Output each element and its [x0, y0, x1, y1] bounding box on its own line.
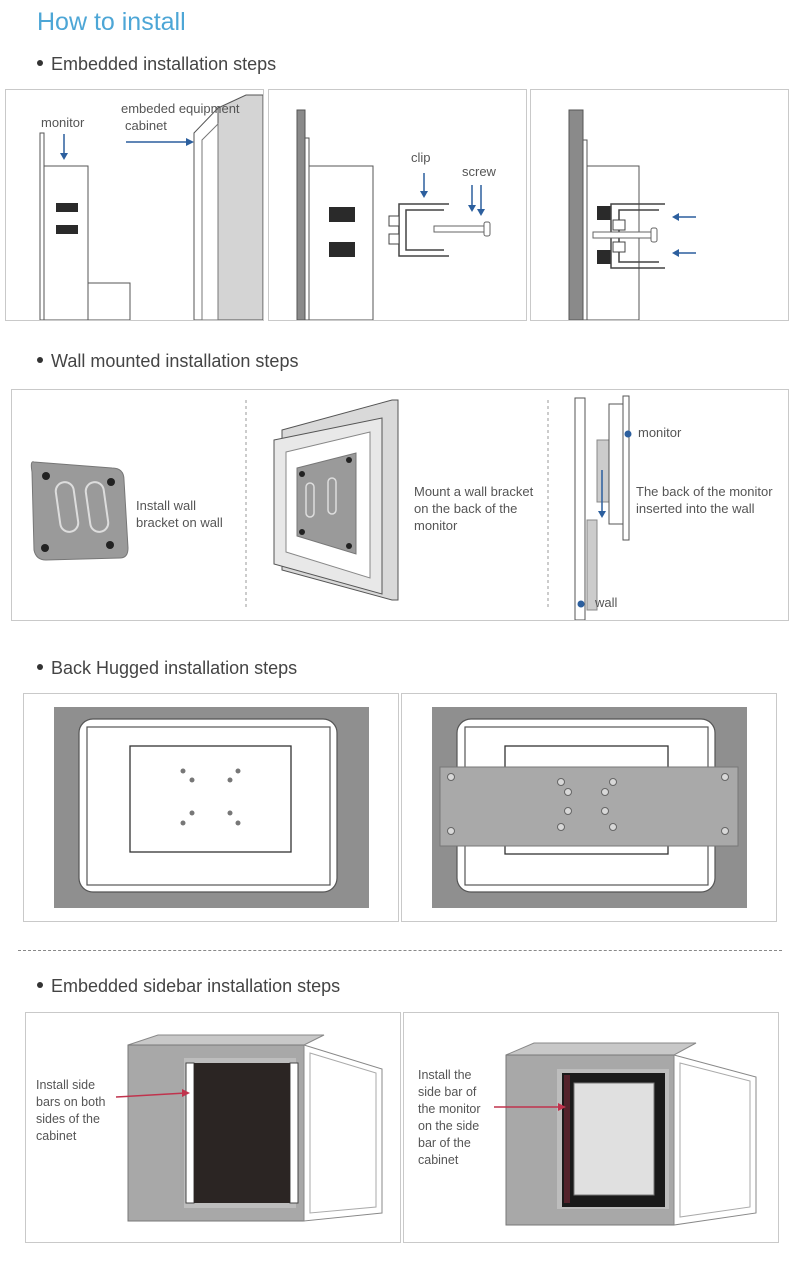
bullet-icon — [37, 982, 43, 989]
monitor-label: monitor — [41, 115, 85, 130]
sidebar-step2-label-4: on the side — [418, 1119, 480, 1133]
section-wall-label: Wall mounted installation steps — [51, 351, 299, 371]
wall-mount-panel: Install wall bracket on wall Mount a wal… — [11, 389, 789, 621]
arrow-right-icon — [115, 1092, 187, 1098]
cabinet-label-1: embeded equipment — [121, 101, 240, 116]
sidebar-step-2-diagram — [494, 1042, 757, 1226]
embedded-step-2-diagram — [296, 109, 491, 320]
wall-step2-label-3: monitor — [414, 518, 458, 533]
back-hugged-step-1-panel — [23, 693, 399, 922]
sidebar-step1-label-3: sides of the — [36, 1112, 100, 1126]
sidebar-step1-label-4: cabinet — [36, 1129, 77, 1143]
sidebar-step1-label-1: Install side — [36, 1078, 96, 1092]
sidebar-step-1-panel: Install side bars on both sides of the c… — [25, 1012, 401, 1243]
bullet-icon — [37, 664, 43, 671]
wall-mount-diagram — [30, 395, 632, 620]
section-sidebar-label: Embedded sidebar installation steps — [51, 976, 341, 996]
wall-step3-label-2: inserted into the wall — [636, 501, 755, 516]
wall-step1-label-2: bracket on wall — [136, 515, 223, 530]
back-hugged-step-2-diagram — [432, 707, 747, 908]
clip-label: clip — [411, 150, 431, 165]
sidebar-step2-label-2: side bar of — [418, 1085, 477, 1099]
sidebar-step2-label-1: Install the — [418, 1068, 472, 1082]
section-back-label: Back Hugged installation steps — [51, 658, 298, 678]
embedded-step-1-panel: monitor embeded equipment cabinet — [5, 89, 264, 321]
bullet-icon — [37, 60, 43, 67]
screw-label: screw — [462, 164, 496, 179]
bullet-icon — [37, 357, 43, 364]
sidebar-step2-label-6: cabinet — [418, 1153, 459, 1167]
section-back-heading: Back Hugged installation steps — [37, 658, 297, 679]
embedded-step-2-panel: clip screw — [268, 89, 527, 321]
embedded-step-3-panel — [530, 89, 789, 321]
sidebar-step2-label-3: the monitor — [418, 1102, 481, 1116]
section-divider — [18, 950, 782, 951]
sidebar-step-2-panel: Install the side bar of the monitor on t… — [403, 1012, 779, 1243]
wall-step3-label-1: The back of the monitor — [636, 484, 773, 499]
section-wall-heading: Wall mounted installation steps — [37, 351, 298, 372]
section-sidebar-heading: Embedded sidebar installation steps — [37, 976, 340, 997]
back-hugged-step-1-diagram — [54, 707, 369, 908]
sidebar-step1-label-2: bars on both — [36, 1095, 106, 1109]
embedded-step-1-diagram — [39, 94, 263, 320]
embedded-step-3-diagram — [568, 109, 696, 320]
wall-label: wall — [595, 595, 618, 610]
section-embedded-label: Embedded installation steps — [51, 54, 277, 74]
wall-monitor-label: monitor — [638, 425, 682, 440]
wall-step2-label-1: Mount a wall bracket — [414, 484, 534, 499]
sidebar-step-1-diagram — [115, 1034, 383, 1222]
wall-step2-label-2: on the back of the — [414, 501, 518, 516]
page-title: How to install — [37, 8, 186, 36]
section-embedded-heading: Embedded installation steps — [37, 54, 276, 75]
sidebar-step2-label-5: bar of the — [418, 1136, 471, 1150]
back-hugged-step-2-panel — [401, 693, 777, 922]
cabinet-label-2: cabinet — [125, 118, 167, 133]
wall-step1-label-1: Install wall — [136, 498, 196, 513]
